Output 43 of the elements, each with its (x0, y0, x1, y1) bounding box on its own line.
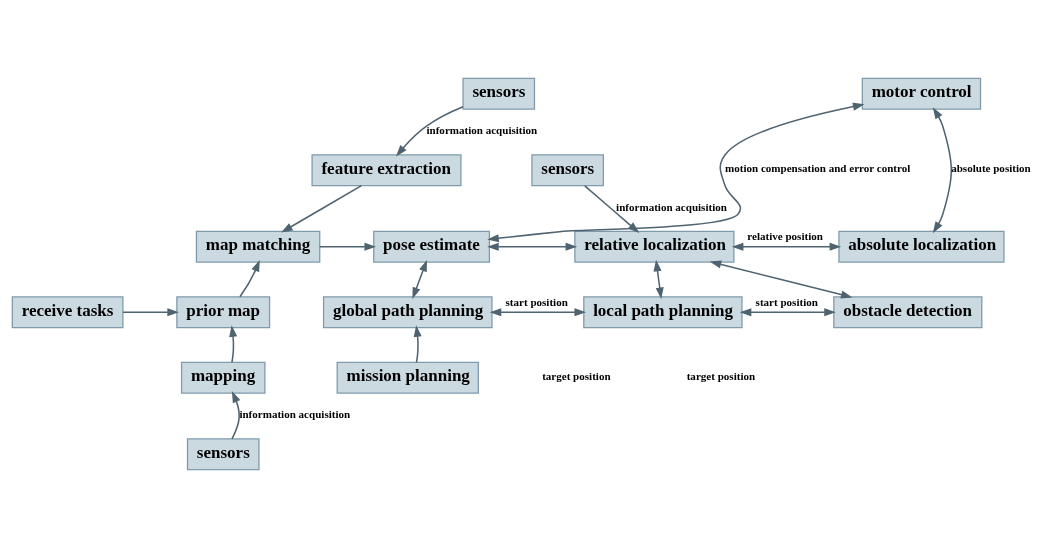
arrow (487, 102, 865, 243)
arrow (584, 185, 640, 233)
arrow (932, 107, 953, 234)
node-box: sensors (462, 77, 536, 110)
arrow (489, 308, 587, 317)
node-box: mapping (180, 361, 266, 394)
node-box: receive tasks (11, 296, 124, 329)
node-box: sensors (186, 438, 260, 471)
node-box: sensors (531, 154, 604, 187)
arrow (412, 259, 427, 299)
arrow (731, 242, 842, 251)
label: target position (542, 369, 611, 382)
arrow (122, 308, 179, 317)
node-box: pose estimate (373, 230, 491, 263)
arrow (487, 242, 578, 251)
arrow (709, 260, 853, 299)
node-box: map matching (195, 230, 321, 263)
node-box: mission planning (336, 361, 479, 394)
node-box: relative localization (574, 230, 735, 263)
label: target position (686, 369, 756, 382)
arrow (319, 242, 377, 251)
edge-label: relative position (747, 230, 823, 243)
node-box: motor control (861, 77, 982, 110)
edge-label: information acquisition (239, 408, 351, 421)
arrow (231, 391, 241, 440)
node-box: absolute localization (838, 230, 1005, 263)
edge-label: motion compensation and error control (724, 162, 911, 175)
arrow (396, 105, 464, 157)
arrow (239, 259, 260, 298)
edge-label: start position (755, 295, 818, 308)
arrow (413, 325, 422, 364)
edge-label: information acquisition (616, 200, 727, 213)
arrow (653, 259, 664, 300)
node-box: local path planning (583, 296, 743, 329)
node-box: global path planning (322, 296, 493, 329)
node-box: obstacle detection (833, 296, 983, 329)
edge-label: start position (505, 295, 568, 308)
arrow (229, 325, 238, 364)
arrow (281, 184, 363, 233)
node-box: prior map (176, 296, 271, 329)
edge-label: information acquisition (426, 124, 538, 137)
arrow (739, 308, 836, 317)
node-box: feature extraction (311, 154, 462, 187)
